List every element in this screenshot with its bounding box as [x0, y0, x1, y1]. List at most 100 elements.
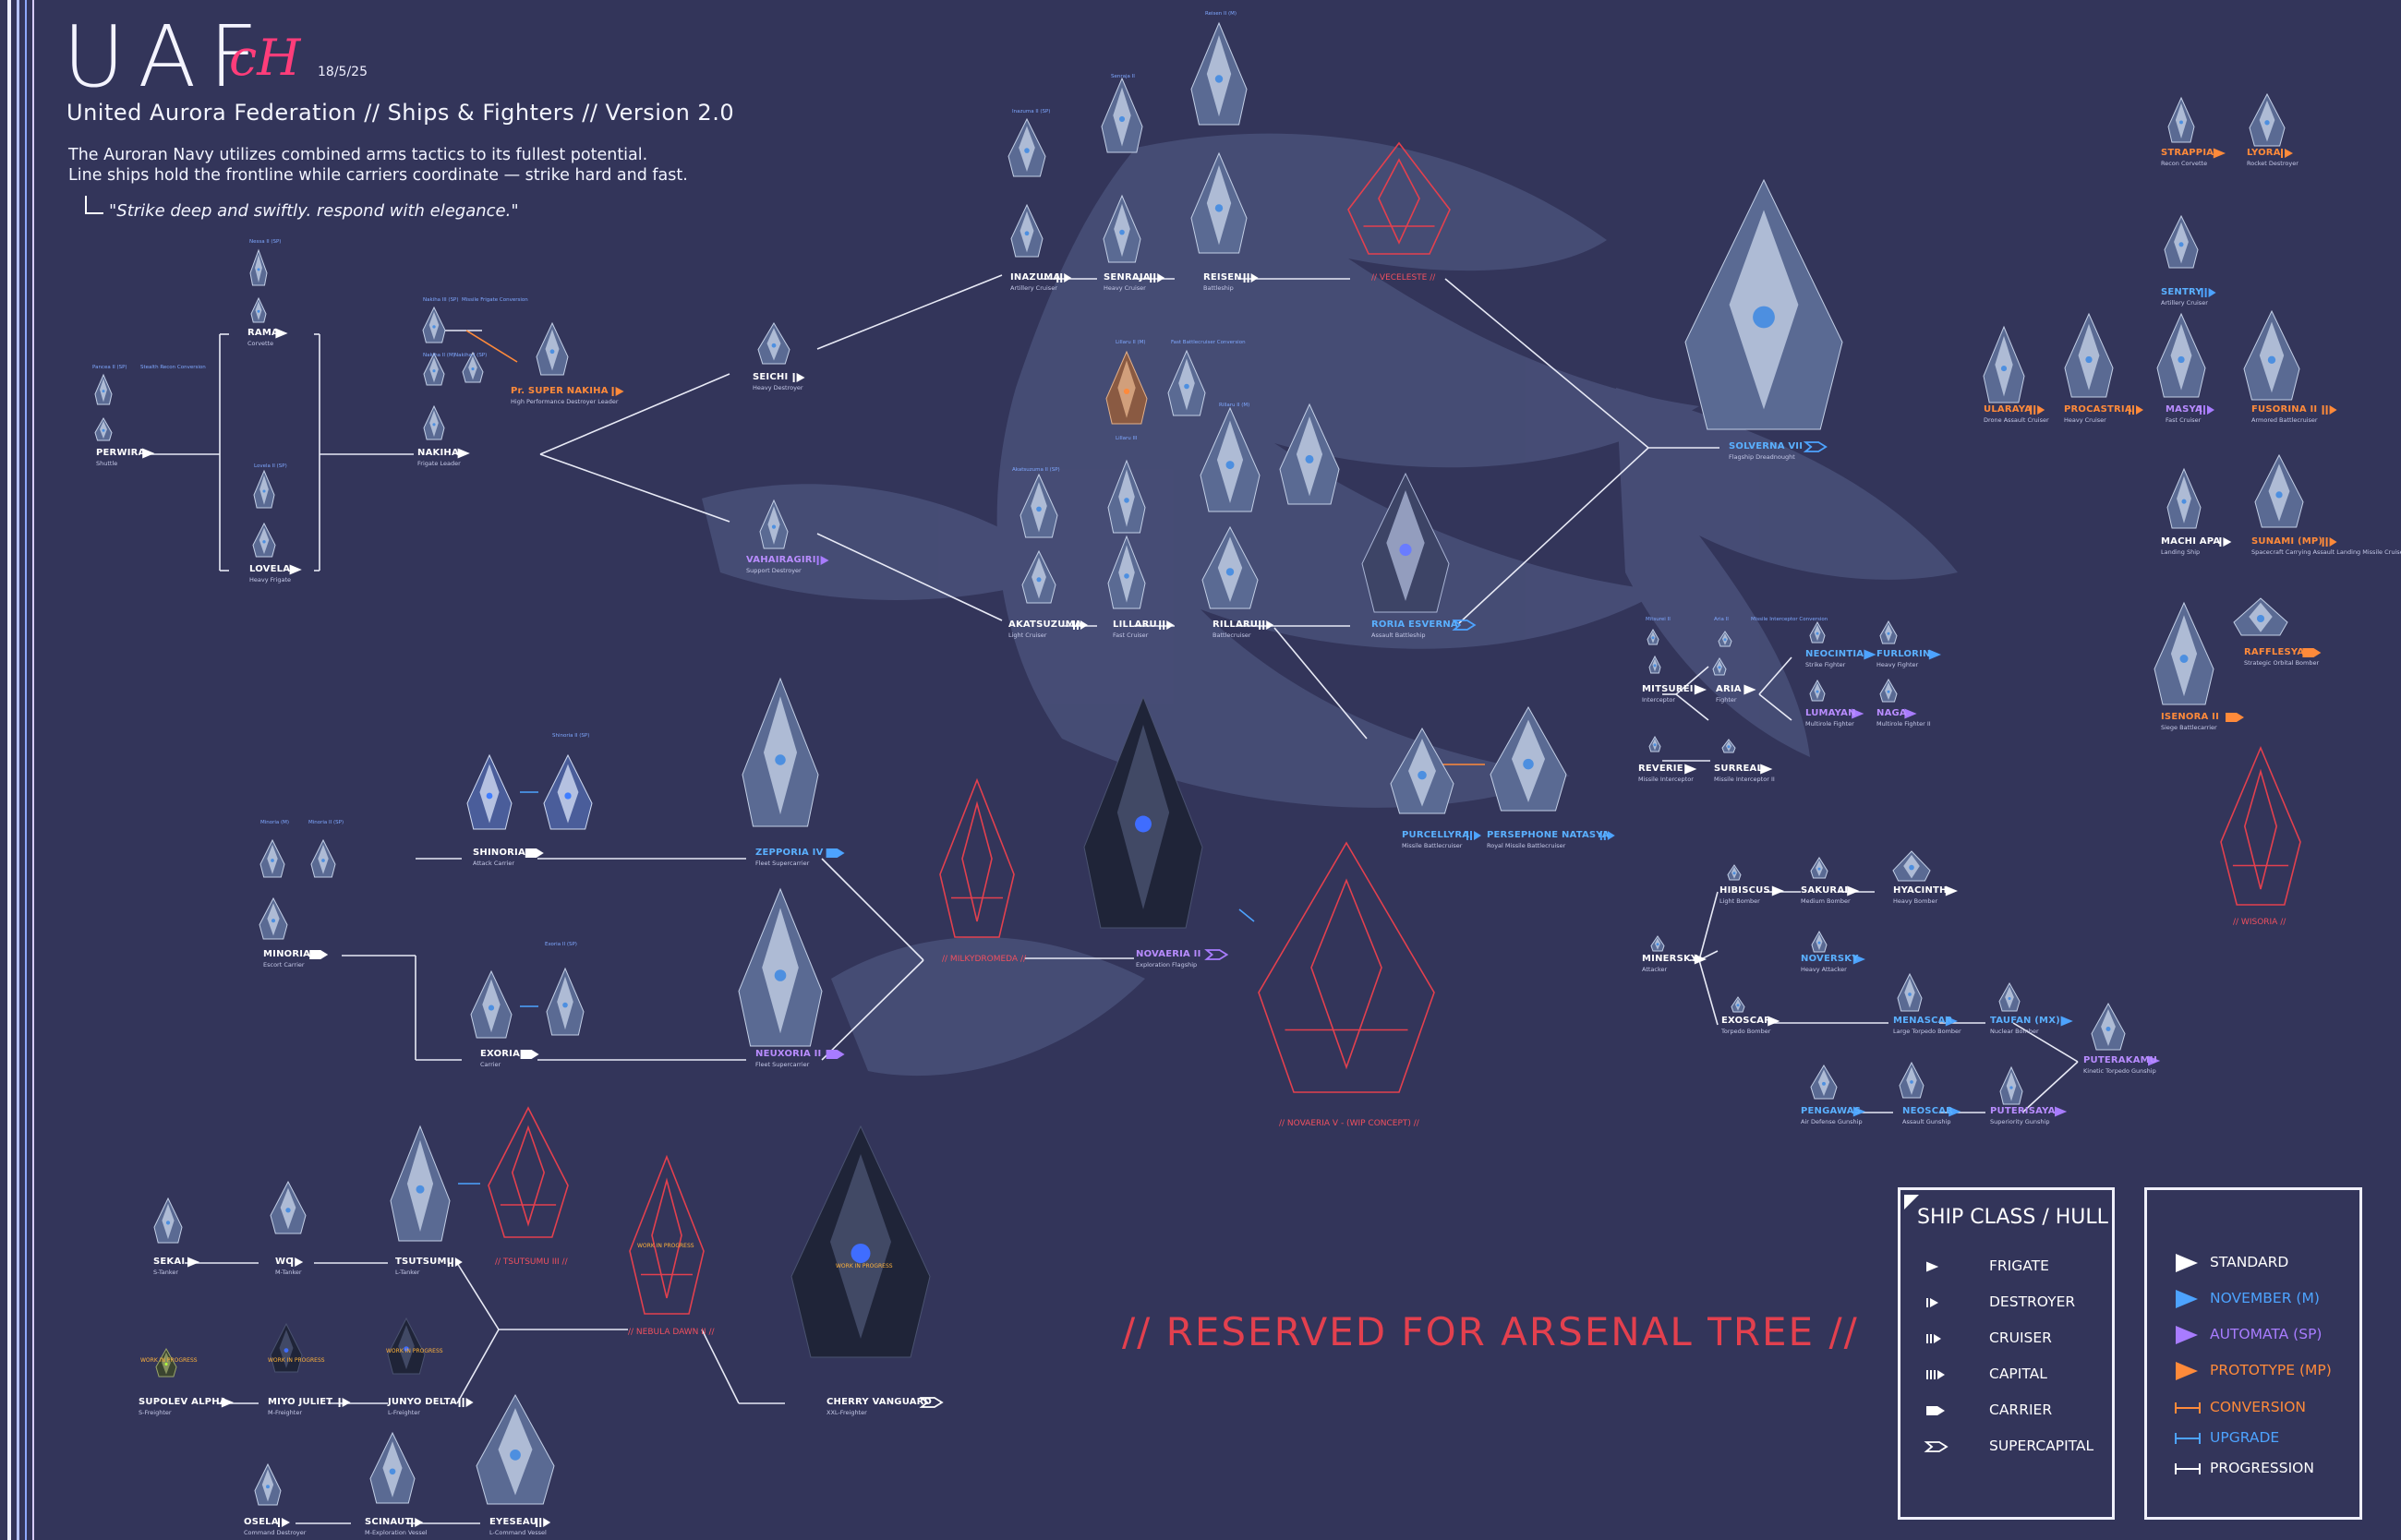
legend-class-title: SHIP CLASS / HULL [1917, 1206, 2108, 1229]
ship-sprite [738, 887, 823, 1047]
legend-type-item: PROTOTYPE (MP) [2210, 1362, 2332, 1378]
ship-core-light [2256, 614, 2265, 623]
ship-role-inazuma: Artillery Cruiser [1010, 284, 1057, 292]
ship-core-light [564, 792, 572, 800]
ship-role-lillaru: Fast Cruiser [1113, 632, 1149, 639]
frigate-icon [2148, 1055, 2161, 1066]
ship-core-light [262, 540, 266, 544]
cruiser-bar [1470, 831, 1472, 840]
tree-connector-line [1698, 891, 1719, 961]
ship-sprite [1361, 472, 1450, 613]
ship-sprite [2154, 601, 2214, 705]
ship-sprite [94, 373, 113, 405]
ship-sprite [1731, 996, 1745, 1013]
ship-name-vahairagiri: VAHAIRAGIRI [746, 555, 816, 565]
cruiser-bar [1930, 1334, 1932, 1343]
ship-core-light [257, 309, 260, 313]
legend-link-item: PROGRESSION [2210, 1460, 2314, 1476]
ship-core-light [1124, 573, 1129, 579]
cruiser-bar [1599, 831, 1602, 840]
ship-core-light [1723, 638, 1727, 642]
carrier-icon [309, 950, 329, 959]
destroyer-bar [278, 1518, 280, 1527]
frigate-icon [457, 448, 470, 459]
ship-name-masya: MASYA [2166, 404, 2202, 415]
ship-class-icon [411, 1518, 424, 1527]
ship-core-light [257, 268, 260, 271]
concept-inner [1310, 878, 1382, 1070]
concept-wireframes [488, 141, 2301, 1315]
ship-sprite [2156, 312, 2206, 398]
ship-core-light [2085, 355, 2093, 364]
ship-class-icon [525, 848, 544, 858]
destroyer-bar [2281, 149, 2283, 158]
ship-role-sunami: Spacecraft Carrying Assault Landing Miss… [2251, 548, 2401, 556]
ship-class-icon [2129, 405, 2143, 415]
tree-connector-line [1758, 656, 1792, 695]
carrier-icon [520, 1050, 539, 1059]
uaf-logo: UAF [63, 7, 271, 106]
ship-core-light [1118, 115, 1126, 123]
ship-class-icon [1852, 708, 1864, 719]
cruiser-bar [2129, 405, 2130, 415]
destroyer-icon [2285, 149, 2293, 158]
ship-role-eyeseau: L-Command Vessel [489, 1529, 547, 1536]
cruiser-icon [1934, 1334, 1941, 1343]
ship-class-icon [187, 1257, 200, 1268]
ship-sprite [155, 1347, 177, 1378]
ship-sprite [757, 322, 790, 365]
frigate-icon [1694, 954, 1707, 965]
ship-name-lyora: LYORA [2247, 148, 2281, 158]
carrier-icon [826, 848, 845, 858]
legend-type-icon [2176, 1254, 2198, 1272]
ship-name-aria: ARIA [1716, 684, 1742, 694]
ship-sprite [423, 352, 445, 386]
concept-outline [1347, 141, 1451, 255]
border-stripe [32, 0, 34, 1540]
legend-type-icon [2176, 1362, 2198, 1380]
ship-role-rillaru: Battlecruiser [1213, 632, 1251, 639]
ship-role-puterakamu: Kinetic Torpedo Gunship [2083, 1067, 2156, 1075]
ship-class-icon [1852, 1106, 1865, 1117]
ship-class-icon [520, 1050, 539, 1059]
ship-sprite [2166, 467, 2202, 529]
destroyer-bar [611, 387, 614, 396]
ship-name-fusorina: FUSORINA II [2251, 404, 2318, 415]
concept-label-wisoria: // WISORIA // [2233, 918, 2286, 927]
frigate-icon [1768, 1016, 1780, 1027]
ship-class-icon [2281, 149, 2293, 158]
legend-type-box [2144, 1187, 2362, 1520]
supercapital-icon [1803, 441, 1828, 452]
ship-sprite [1103, 194, 1141, 263]
variant-label: Nakiha I (SP) [454, 353, 488, 358]
tree-connector-line [1458, 447, 1649, 624]
ship-core-light [271, 859, 274, 862]
variant-label: Reisen II (M) [1205, 11, 1237, 17]
ship-sprite [1167, 349, 1206, 416]
ship-name-taufan: TAUFAN (MX) [1990, 1016, 2060, 1026]
ship-sprite [1021, 549, 1056, 604]
ship-class-icon [1760, 764, 1773, 775]
ship-role-furlorin: Heavy Fighter [1876, 661, 1919, 668]
ship-name-lovela: LOVELA [249, 564, 291, 574]
carrier-icon [826, 1050, 845, 1059]
destroyer-bar [1926, 1298, 1928, 1307]
ship-role-sakurai: Medium Bomber [1801, 897, 1851, 905]
cruiser-bar [536, 1518, 538, 1527]
ship-core-light [2275, 491, 2283, 499]
ship-class-icon [1599, 831, 1615, 840]
ship-core-light [2009, 1086, 2013, 1089]
ship-class-icon [1945, 1016, 1958, 1027]
ship-core-light [266, 1485, 270, 1489]
cruiser-bar [2203, 405, 2205, 415]
ship-sprite [1101, 77, 1143, 153]
ship-core-light [1184, 383, 1189, 390]
ship-name-zepporia: ZEPPORIA IV [755, 848, 824, 858]
ship-name-isenora: ISENORA II [2161, 712, 2219, 722]
ship-class-icon [1243, 273, 1259, 283]
ship-core-light [2267, 355, 2276, 364]
frigate-icon [1694, 684, 1707, 695]
frigate-icon [1684, 764, 1697, 775]
cruiser-bar [2322, 537, 2324, 547]
ship-name-lillaru: LILLARU [1113, 620, 1157, 630]
